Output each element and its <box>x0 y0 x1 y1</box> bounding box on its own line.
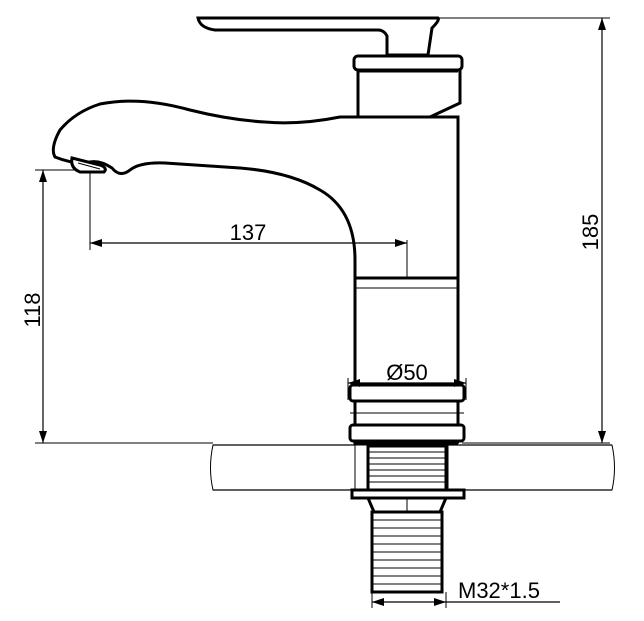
dimension-thread: M32*1.5 <box>371 578 560 608</box>
dimension-spout-reach: 137 <box>89 172 408 278</box>
thread-label: M32*1.5 <box>458 578 540 603</box>
faucet-body <box>51 99 460 446</box>
dimension-spout-height: 118 <box>20 169 213 444</box>
body-diameter-label: Ø50 <box>386 360 428 385</box>
faucet-base-ring <box>348 383 466 443</box>
total-height-label: 185 <box>578 214 603 251</box>
faucet-cap <box>352 54 464 119</box>
countertop <box>210 444 615 491</box>
threaded-shank <box>350 444 466 594</box>
dimension-total-height: 185 <box>438 17 610 444</box>
faucet-handle <box>196 16 440 57</box>
dimension-body-diameter: Ø50 <box>347 360 467 400</box>
spout-reach-label: 137 <box>230 220 267 245</box>
spout-height-label: 118 <box>20 292 45 327</box>
